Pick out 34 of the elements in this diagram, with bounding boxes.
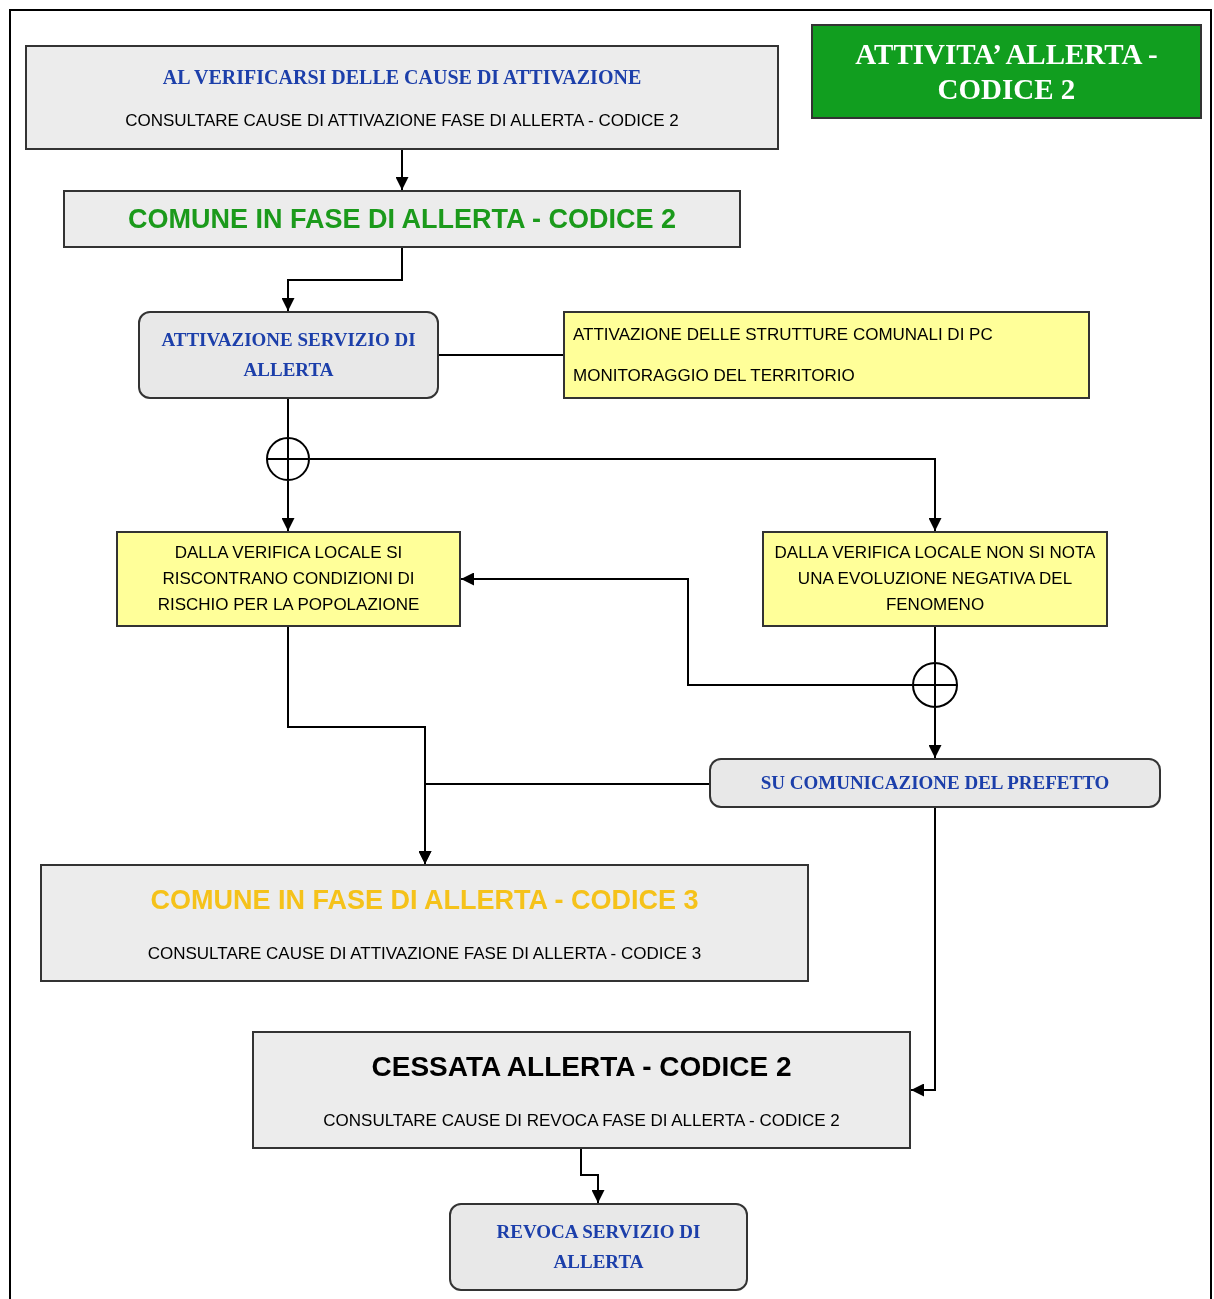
arrow xyxy=(928,707,942,759)
arrow xyxy=(910,807,936,1097)
rounded-process-box xyxy=(449,1203,748,1291)
box-text: ATTIVAZIONE DELLE STRUTTURE COMUNALI DI PC xyxy=(573,323,993,346)
arrow xyxy=(281,247,403,312)
box-text: REVOCA SERVIZIO DI ALLERTA xyxy=(495,1220,702,1274)
note-box xyxy=(116,531,461,627)
box-text: CONSULTARE CAUSE DI ATTIVAZIONE FASE DI ALLERTA - CODICE 3 xyxy=(147,942,702,965)
box-heading: AL VERIFICARSI DELLE CAUSE DI ATTIVAZIONE xyxy=(162,64,642,90)
status-box xyxy=(40,864,809,982)
status-box xyxy=(63,190,741,248)
arrow xyxy=(460,572,913,686)
note-box xyxy=(762,531,1108,627)
arrow xyxy=(418,783,710,865)
title-banner: ATTIVITA’ ALLERTA - CODICE 2 xyxy=(811,24,1202,119)
status-box xyxy=(252,1031,911,1149)
box-text: CONSULTARE CAUSE DI ATTIVAZIONE FASE DI ALLERTA - CODICE 2 xyxy=(125,109,679,132)
box-heading: CESSATA ALLERTA - CODICE 2 xyxy=(371,1050,792,1085)
box-text: MONITORAGGIO DEL TERRITORIO xyxy=(573,365,855,387)
box-text: DALLA VERIFICA LOCALE SI RISCONTRANO CONDIZIONI DI RISCHIO PER LA POPOLAZIONE xyxy=(156,542,421,616)
note-box xyxy=(563,311,1090,399)
box-text: SU COMUNICAZIONE DEL PREFETTO xyxy=(760,771,1110,795)
box-text: CONSULTARE CAUSE DI REVOCA FASE DI ALLERTA - CODICE 2 xyxy=(323,1110,840,1133)
arrow xyxy=(281,480,295,532)
arrow xyxy=(580,1148,605,1204)
arrow xyxy=(395,149,409,191)
process-box xyxy=(25,45,779,150)
box-heading: COMUNE IN FASE DI ALLERTA - CODICE 3 xyxy=(150,884,699,917)
box-text: ATTIVAZIONE SERVIZIO DI ALLERTA xyxy=(160,328,417,382)
rounded-process-box xyxy=(709,758,1161,808)
box-text: DALLA VERIFICA LOCALE NON SI NOTA UNA EVOLUZIONE NEGATIVA DEL FENOMENO xyxy=(773,542,1097,616)
box-text: COMUNE IN FASE DI ALLERTA - CODICE 2 xyxy=(128,202,676,236)
rounded-process-box xyxy=(138,311,439,399)
arrow xyxy=(309,458,942,532)
